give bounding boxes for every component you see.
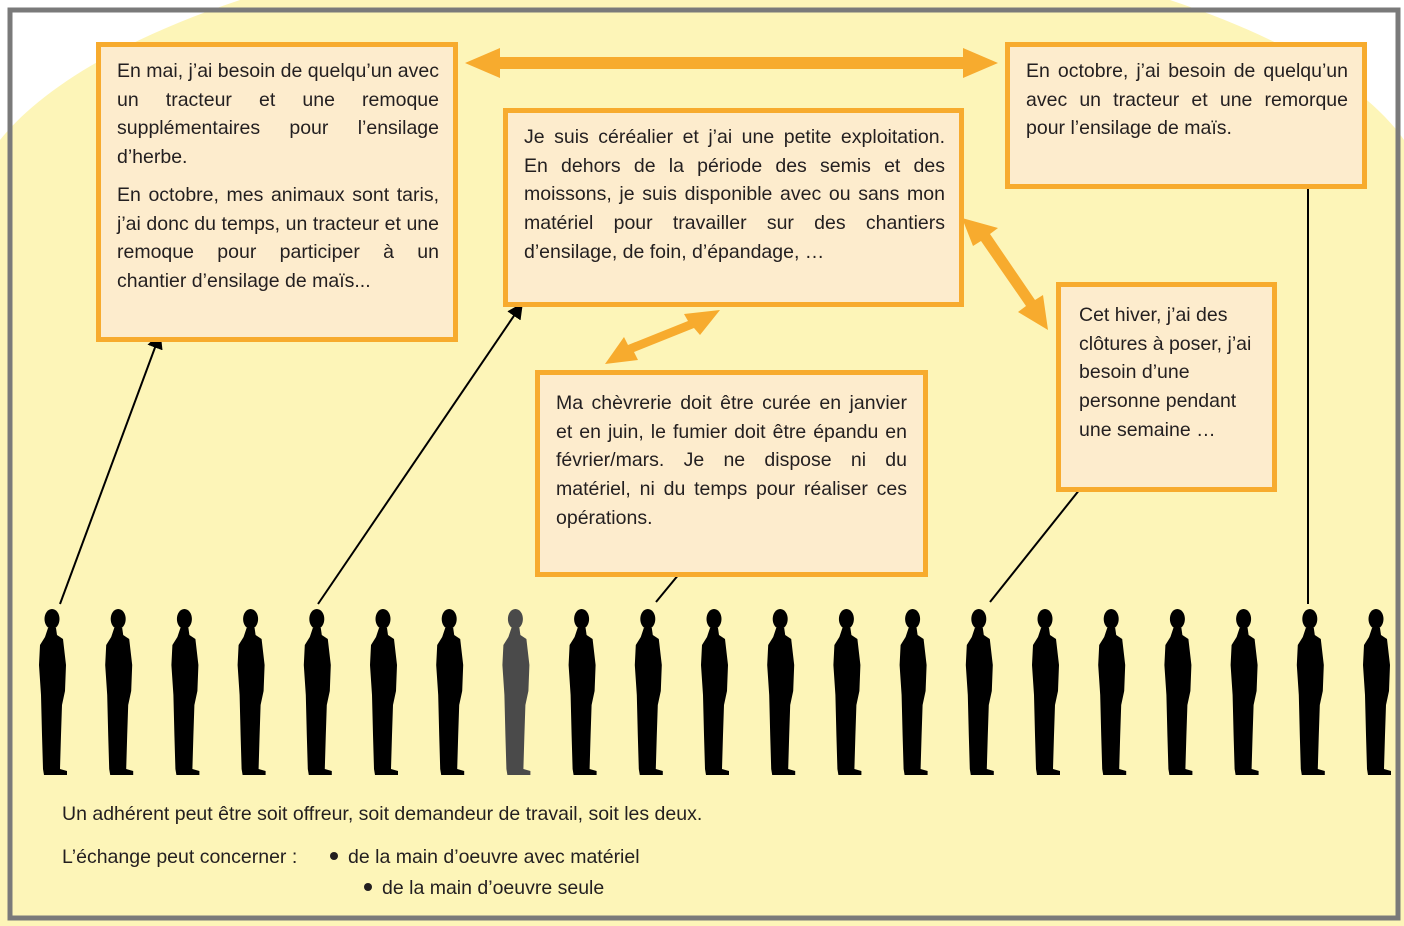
textbox-cereal-farmer-text: Je suis céréalier et j’ai une petite exp… [524, 126, 945, 263]
double-arrow-right [962, 218, 1048, 330]
arrow-person-1 [59, 332, 163, 605]
arrow-person-5 [317, 302, 523, 605]
corner-top-left [0, 0, 240, 140]
bullet-dot-icon [364, 882, 372, 891]
bullet-text: de la main d’oeuvre avec matériel [348, 846, 640, 868]
arrow-person-15 [989, 472, 1093, 603]
frame-border [7, 7, 1401, 921]
bullet-item-labour-only: de la main d’oeuvre seule [364, 876, 604, 900]
textbox-may-farmer-paragraph-1: En mai, j’ai besoin de quelqu’un avec un… [117, 60, 439, 169]
caption-exchange-label: L’échange peut concerner : [62, 846, 298, 868]
double-arrow-middle [605, 310, 720, 364]
textbox-winter-farmer: Cet hiver, j’ai des clôtures à poser, j’… [1056, 282, 1277, 492]
textbox-october-farmer: En octobre, j’ai besoin de quelqu’un ave… [1005, 42, 1367, 189]
textbox-goat-farmer: Ma chèvrerie doit être curée en janvier … [535, 370, 928, 577]
bullet-item-with-equipment: de la main d’oeuvre avec matériel [330, 845, 640, 869]
corner-top-right [1170, 0, 1404, 140]
bullet-dot-icon [330, 851, 338, 860]
textbox-may-farmer-paragraph-2: En octobre, mes animaux sont taris, j’ai… [117, 183, 439, 292]
textbox-goat-farmer-text: Ma chèvrerie doit être curée en janvier … [556, 392, 907, 529]
textbox-winter-farmer-text: Cet hiver, j’ai des clôtures à poser, j’… [1079, 304, 1252, 441]
textbox-cereal-farmer: Je suis céréalier et j’ai une petite exp… [503, 108, 964, 307]
caption-members: Un adhérent peut être soit offreur, soit… [62, 803, 703, 825]
double-arrow-top [465, 48, 998, 78]
double-arrows [465, 48, 1048, 364]
textbox-may-farmer: En mai, j’ai besoin de quelqu’un avec un… [96, 42, 458, 342]
textbox-october-farmer-text: En octobre, j’ai besoin de quelqu’un ave… [1026, 60, 1348, 140]
bullet-text: de la main d’oeuvre seule [382, 877, 605, 899]
